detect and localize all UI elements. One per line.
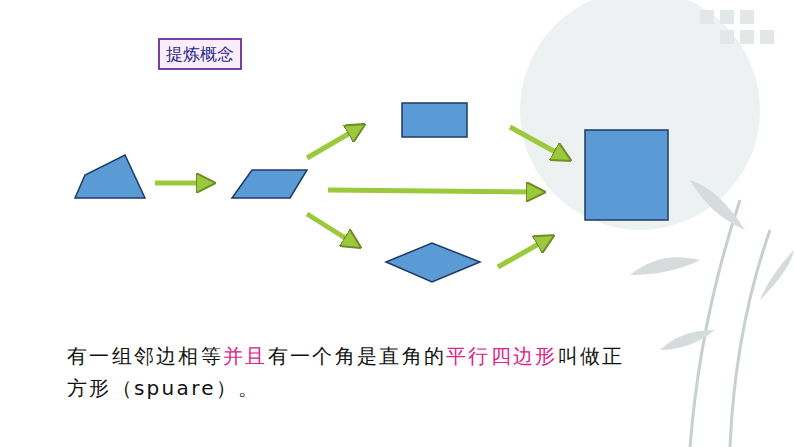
arrow [307,214,358,246]
arrow [155,181,212,186]
rhombus [386,243,480,282]
arrow [328,190,542,192]
highlight-text: 平行四边形 [446,344,558,368]
decor-squares [700,10,774,44]
quadrilateral [75,155,145,198]
slide-title: 提炼概念 [158,38,242,70]
square [585,130,668,220]
definition-part: 有一组邻边相等 [67,344,223,368]
highlight-text: 并且 [223,344,268,368]
decor-circle [520,0,760,230]
rectangle [402,103,467,137]
shapes [75,103,668,282]
arrows [155,126,568,267]
arrow [510,127,568,159]
definition-part: 有一个角是直角的 [268,344,446,368]
parallelogram [232,170,307,198]
decor-bamboo [690,200,770,447]
arrow [498,237,551,267]
definition-text: 有一组邻边相等并且有一个角是直角的平行四边形叫做正方形（spuare）。 [67,340,642,404]
arrow [307,126,362,158]
